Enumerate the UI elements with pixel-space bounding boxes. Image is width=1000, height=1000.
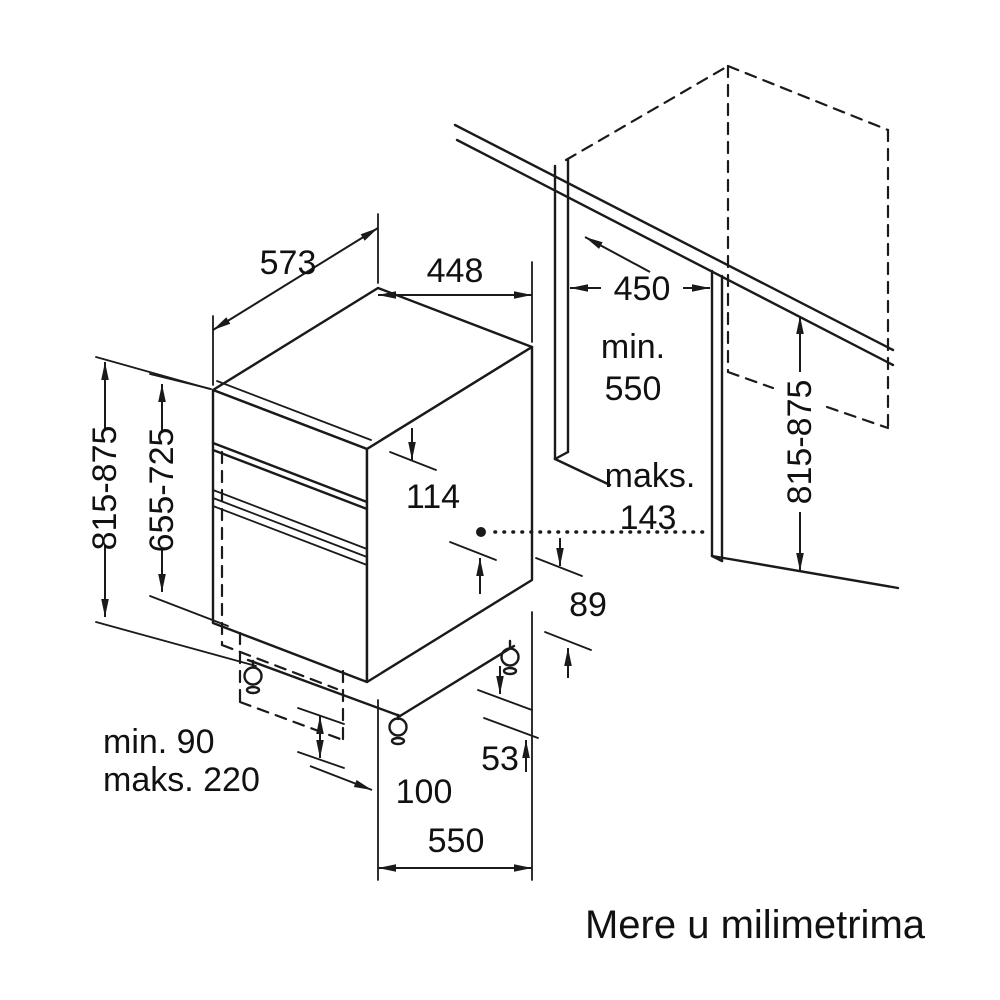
- niche-right-wall: [710, 269, 900, 590]
- reference-dot: [476, 527, 486, 537]
- dim-plinth-range: min. 90 maks. 220: [103, 723, 373, 799]
- dim-base-offset-53: 53: [477, 666, 539, 778]
- front-clearance-value: 143: [620, 499, 677, 537]
- control-panel-lines: [211, 441, 369, 511]
- dim-door-height-655-725: 655-725: [143, 373, 229, 627]
- diagram-caption: Mere u milimetrima: [585, 903, 926, 947]
- dim-depth-label: 573: [260, 244, 317, 282]
- dishwasher-drawing: [211, 286, 534, 746]
- dim-width-label: 448: [427, 252, 484, 290]
- dim-base-depth-550: 550: [377, 611, 533, 881]
- dim-base-offset-label: 53: [481, 740, 519, 778]
- dim-rear-clearance-label: 89: [569, 586, 607, 624]
- niche-height-label: 815-875: [781, 380, 819, 505]
- worktop-rim-line: [216, 380, 372, 441]
- upper-cabinet-dashed-outline: [564, 64, 890, 430]
- dim-plinth-min-label: min. 90: [103, 723, 215, 761]
- dim-overall-height-815-875: 815-875: [86, 356, 257, 667]
- niche-width-label: 450: [614, 270, 671, 308]
- dim-foot-adjust-label: 100: [396, 773, 453, 811]
- foot-rear-icon: [500, 639, 520, 676]
- furniture-panel-dashed-outline: [220, 450, 339, 691]
- niche-left-wall: [553, 158, 612, 487]
- dim-niche-height-815-875: 815-875: [781, 316, 819, 571]
- dim-panel-height-label: 114: [406, 478, 460, 516]
- dim-depth-573: 573: [212, 213, 379, 386]
- dim-plinth-max-label: maks. 220: [103, 761, 260, 799]
- dim-base-depth-label: 550: [428, 822, 485, 860]
- niche-depth-min-value: 550: [605, 370, 662, 408]
- plinth-recess-dashed: [238, 631, 345, 742]
- dim-rear-clearance-89: 89: [535, 538, 607, 678]
- dim-overall-height-label: 815-875: [86, 426, 124, 551]
- dim-foot-adjust-100: 100: [297, 707, 453, 811]
- dim-front-clearance-maks-143: maks. 143: [476, 457, 706, 537]
- niche-drawing: [453, 64, 900, 590]
- niche-depth-min-label: min.: [601, 328, 665, 366]
- door-grille-lines: [212, 489, 368, 566]
- dim-width-448: 448: [378, 252, 533, 343]
- dim-niche-width-450: 450: [570, 270, 710, 308]
- dishwasher-body: [211, 286, 534, 684]
- base-edges: [246, 644, 516, 718]
- dim-niche-depth-min-550: min. 550: [584, 236, 665, 408]
- foot-front-right-icon: [388, 713, 408, 746]
- countertop-edge: [453, 123, 895, 367]
- dim-door-height-label: 655-725: [143, 428, 181, 553]
- front-clearance-label: maks.: [605, 457, 696, 495]
- dim-panel-height-114: 114: [389, 428, 497, 594]
